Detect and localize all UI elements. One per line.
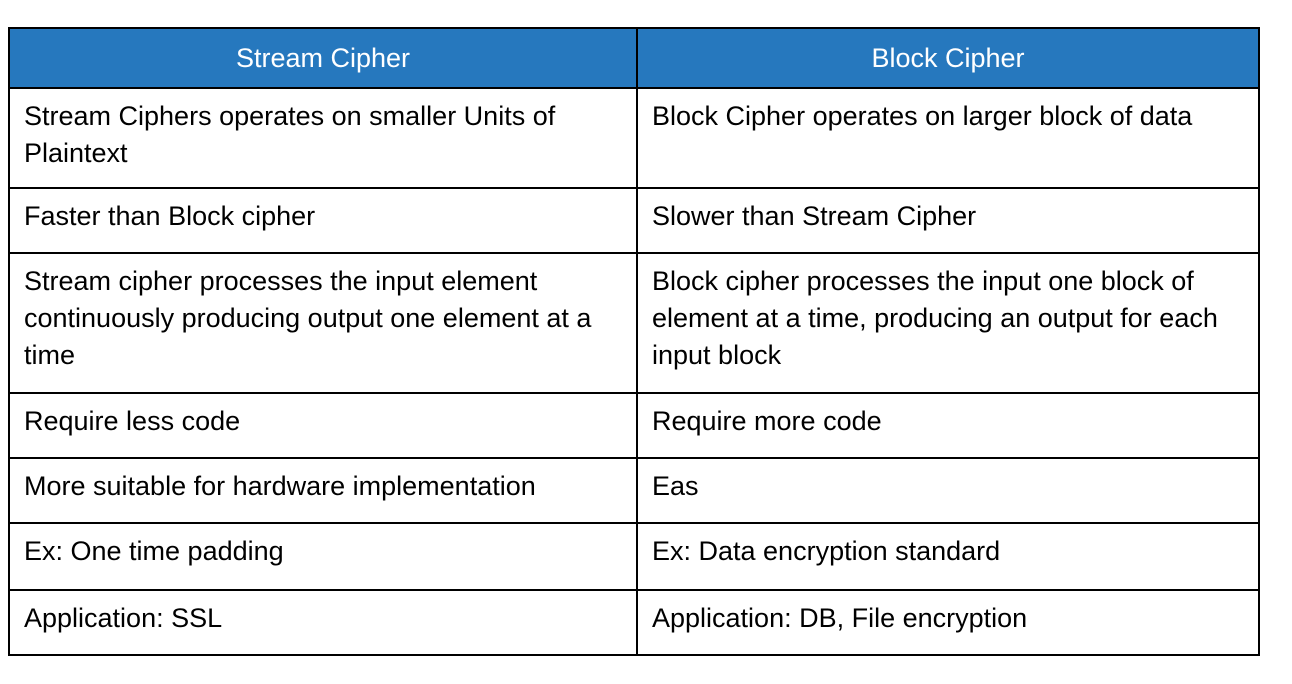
cell-block-cipher: Block Cipher operates on larger block of… (636, 87, 1260, 189)
cell-stream-cipher: Ex: One time padding (8, 522, 638, 591)
table-row: More suitable for hardware implementatio… (8, 457, 1260, 524)
table-row: Require less code Require more code (8, 392, 1260, 459)
column-header-block-cipher: Block Cipher (636, 27, 1260, 89)
table-body: Stream Ciphers operates on smaller Units… (8, 87, 1260, 656)
cell-block-cipher: Application: DB, File encryption (636, 589, 1260, 656)
cell-block-cipher: Require more code (636, 392, 1260, 459)
cell-block-cipher: Eas (636, 457, 1260, 524)
cell-block-cipher: Block cipher processes the input one blo… (636, 252, 1260, 394)
table-header: Stream Cipher Block Cipher (8, 27, 1260, 89)
cell-stream-cipher: More suitable for hardware implementatio… (8, 457, 638, 524)
table-row: Ex: One time padding Ex: Data encryption… (8, 522, 1260, 591)
table-row: Application: SSL Application: DB, File e… (8, 589, 1260, 656)
column-header-stream-cipher: Stream Cipher (8, 27, 638, 89)
table-row: Stream cipher processes the input elemen… (8, 252, 1260, 394)
cell-stream-cipher: Faster than Block cipher (8, 187, 638, 254)
cell-block-cipher: Slower than Stream Cipher (636, 187, 1260, 254)
cell-block-cipher: Ex: Data encryption standard (636, 522, 1260, 591)
cell-stream-cipher: Application: SSL (8, 589, 638, 656)
table-row: Stream Ciphers operates on smaller Units… (8, 87, 1260, 189)
table-header-row: Stream Cipher Block Cipher (8, 27, 1260, 89)
table-row: Faster than Block cipher Slower than Str… (8, 187, 1260, 254)
comparison-table: Stream Cipher Block Cipher Stream Cipher… (8, 27, 1260, 656)
cell-stream-cipher: Require less code (8, 392, 638, 459)
cell-stream-cipher: Stream Ciphers operates on smaller Units… (8, 87, 638, 189)
cell-stream-cipher: Stream cipher processes the input elemen… (8, 252, 638, 394)
